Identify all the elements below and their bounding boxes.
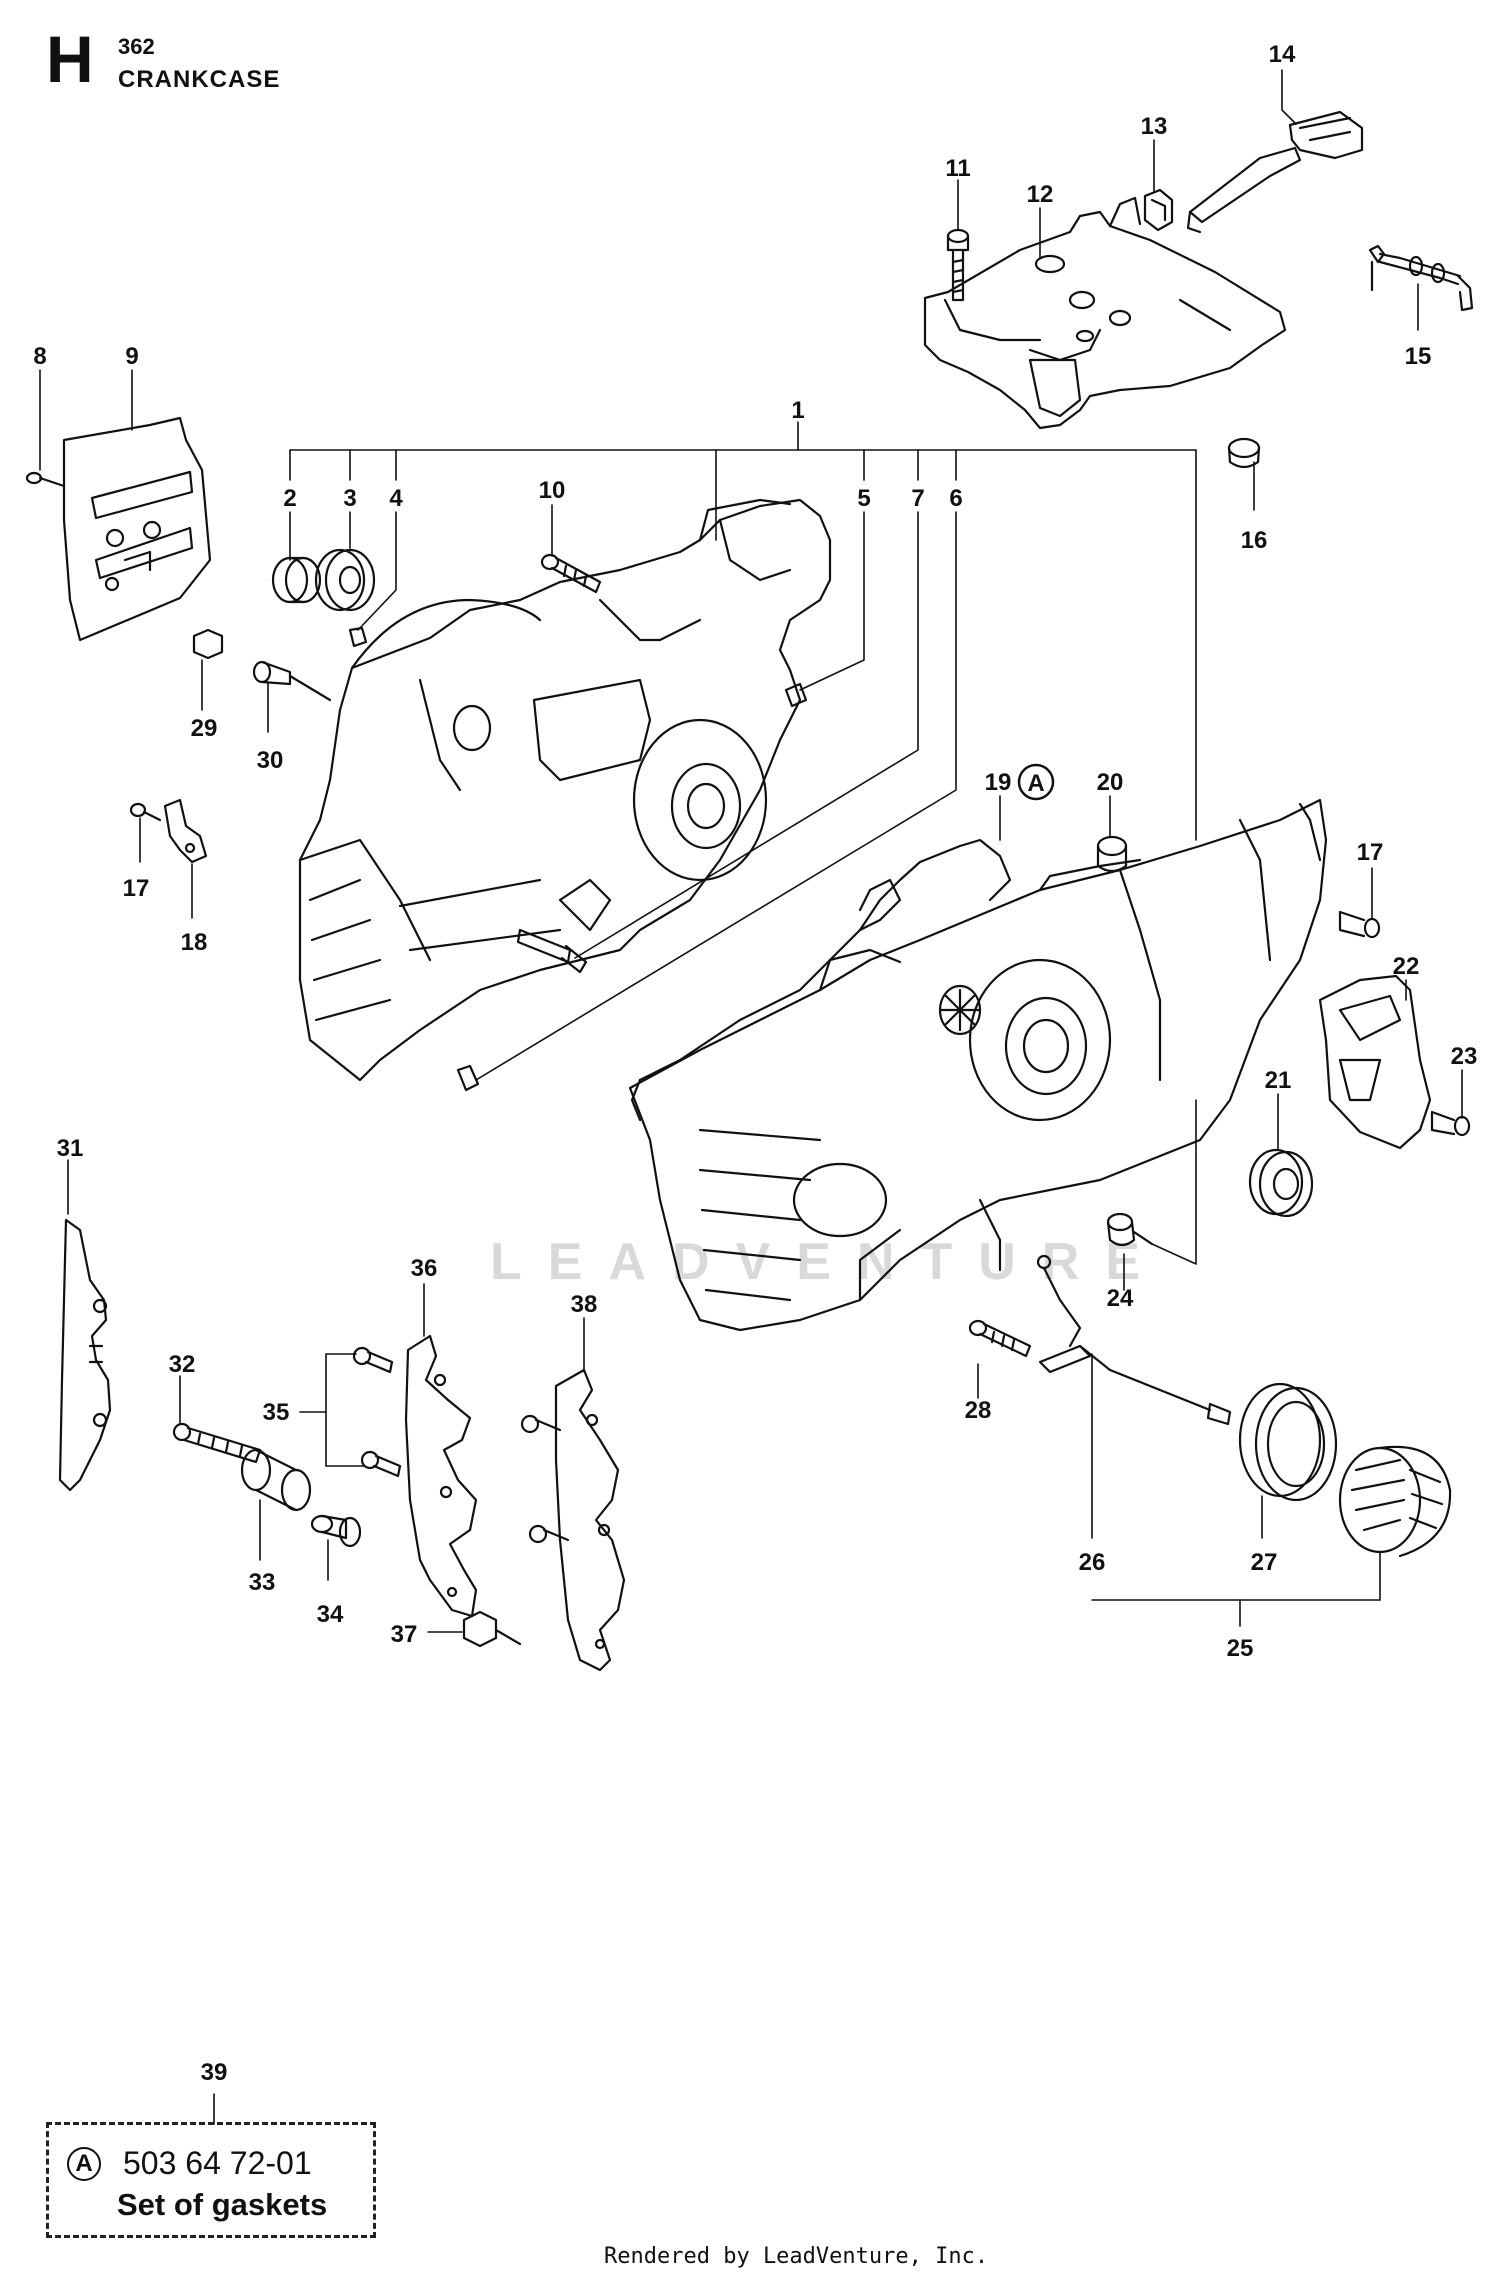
tensioner-part-14 bbox=[1186, 110, 1364, 234]
hose-part-26 bbox=[1036, 1254, 1232, 1426]
plate-part-31 bbox=[58, 1218, 112, 1492]
callout-13: 13 bbox=[1141, 113, 1168, 140]
callout-27: 27 bbox=[1251, 1549, 1278, 1576]
seal-part-2 bbox=[271, 556, 322, 604]
plug-part-16 bbox=[1227, 437, 1261, 469]
screw-part-11 bbox=[946, 228, 970, 302]
bar-plate-part-12 bbox=[923, 196, 1287, 430]
callout-15: 15 bbox=[1405, 343, 1432, 370]
legend-part-number: 503 64 72-01 bbox=[123, 2145, 312, 2181]
pin-part-6 bbox=[456, 1064, 480, 1092]
callout-6: 6 bbox=[949, 485, 962, 512]
footer-credit: Rendered by LeadVenture, Inc. bbox=[604, 2244, 989, 2269]
section-title: CRANKCASE bbox=[118, 66, 281, 93]
pin-part-4 bbox=[348, 626, 368, 648]
watermark: LEADVENTURE bbox=[490, 1233, 1167, 1291]
callout-2: 2 bbox=[283, 485, 296, 512]
bolt-part-7 bbox=[516, 928, 588, 974]
rod-part-15 bbox=[1368, 244, 1474, 312]
callout-31: 31 bbox=[57, 1135, 84, 1162]
callout-38: 38 bbox=[571, 1291, 598, 1318]
pin-part-5 bbox=[784, 682, 808, 708]
legend-description: Set of gaskets bbox=[117, 2187, 328, 2222]
callout-35: 35 bbox=[263, 1399, 290, 1426]
callout-22: 22 bbox=[1393, 953, 1420, 980]
callout-17-left: 17 bbox=[123, 875, 150, 902]
bushing-part-34 bbox=[310, 1514, 362, 1548]
screw-part-8 bbox=[25, 471, 66, 488]
screw-part-32 bbox=[172, 1422, 262, 1464]
callout-3: 3 bbox=[343, 485, 356, 512]
callout-33: 33 bbox=[249, 1569, 276, 1596]
fitting-part-24 bbox=[1106, 1212, 1154, 1247]
spike-part-38 bbox=[520, 1368, 626, 1672]
svg-text:A: A bbox=[1027, 770, 1044, 797]
callout-8: 8 bbox=[33, 343, 46, 370]
callout-36: 36 bbox=[411, 1255, 438, 1282]
crankcase-right-half bbox=[628, 798, 1328, 1332]
callout-23: 23 bbox=[1451, 1043, 1478, 1070]
callout-24: 24 bbox=[1107, 1285, 1134, 1312]
callout-37: 37 bbox=[391, 1621, 418, 1648]
callout-19: 19 bbox=[985, 769, 1012, 796]
callout-numbers: 1 2 3 4 5 6 7 8 9 10 11 12 13 14 15 16 1… bbox=[33, 41, 1477, 2086]
callout-1: 1 bbox=[791, 397, 804, 424]
stud-part-30 bbox=[252, 660, 332, 702]
callout-26: 26 bbox=[1079, 1549, 1106, 1576]
legend-box: A 503 64 72-01 Set of gaskets bbox=[46, 2122, 376, 2238]
seal-part-21 bbox=[1248, 1148, 1314, 1218]
screw-part-35-upper bbox=[352, 1346, 394, 1374]
callout-17-right: 17 bbox=[1357, 839, 1384, 866]
plate-part-9 bbox=[62, 416, 212, 642]
callout-18: 18 bbox=[181, 929, 208, 956]
callout-21: 21 bbox=[1265, 1067, 1292, 1094]
model-number: 362 bbox=[118, 34, 155, 59]
gasket-part-19 bbox=[630, 838, 1012, 1122]
callout-16: 16 bbox=[1241, 527, 1268, 554]
sleeve-part-20 bbox=[1096, 835, 1128, 873]
bearing-part-3 bbox=[314, 548, 376, 612]
callout-28: 28 bbox=[965, 1397, 992, 1424]
callout-4: 4 bbox=[389, 485, 403, 512]
callout-9: 9 bbox=[125, 343, 138, 370]
callout-30: 30 bbox=[257, 747, 284, 774]
ring-part-27 bbox=[1238, 1382, 1338, 1502]
leader-lines bbox=[39, 69, 1463, 2125]
callout-20: 20 bbox=[1097, 769, 1124, 796]
callout-10: 10 bbox=[539, 477, 566, 504]
screw-part-17-left bbox=[129, 802, 162, 822]
callout-12: 12 bbox=[1027, 181, 1054, 208]
callout-7: 7 bbox=[911, 485, 924, 512]
nut-part-29 bbox=[192, 628, 224, 660]
cover-part-22 bbox=[1318, 974, 1432, 1150]
screw-part-23 bbox=[1430, 1110, 1471, 1137]
screw-part-28 bbox=[968, 1319, 1032, 1358]
oil-cap-part-25 bbox=[1338, 1445, 1452, 1558]
sleeve-part-33 bbox=[240, 1448, 312, 1512]
callout-39: 39 bbox=[201, 2059, 228, 2086]
callout-14: 14 bbox=[1269, 41, 1296, 68]
crankcase-left-half bbox=[298, 498, 832, 1082]
screw-part-17-right bbox=[1338, 910, 1381, 939]
clip-part-13 bbox=[1143, 188, 1174, 232]
callout-5: 5 bbox=[857, 485, 870, 512]
nut-part-37 bbox=[462, 1610, 522, 1648]
legend-ref-badge: A bbox=[67, 2147, 101, 2181]
callout-32: 32 bbox=[169, 1351, 196, 1378]
screw-part-35-lower bbox=[360, 1450, 402, 1478]
section-letter: H bbox=[46, 22, 94, 96]
callout-34: 34 bbox=[317, 1601, 344, 1628]
gasket-ref-badge: A bbox=[1017, 763, 1055, 801]
callout-29: 29 bbox=[191, 715, 218, 742]
callout-25: 25 bbox=[1227, 1635, 1254, 1662]
bracket-part-18 bbox=[163, 798, 208, 864]
callout-11: 11 bbox=[945, 155, 970, 182]
spike-part-36 bbox=[404, 1334, 478, 1618]
